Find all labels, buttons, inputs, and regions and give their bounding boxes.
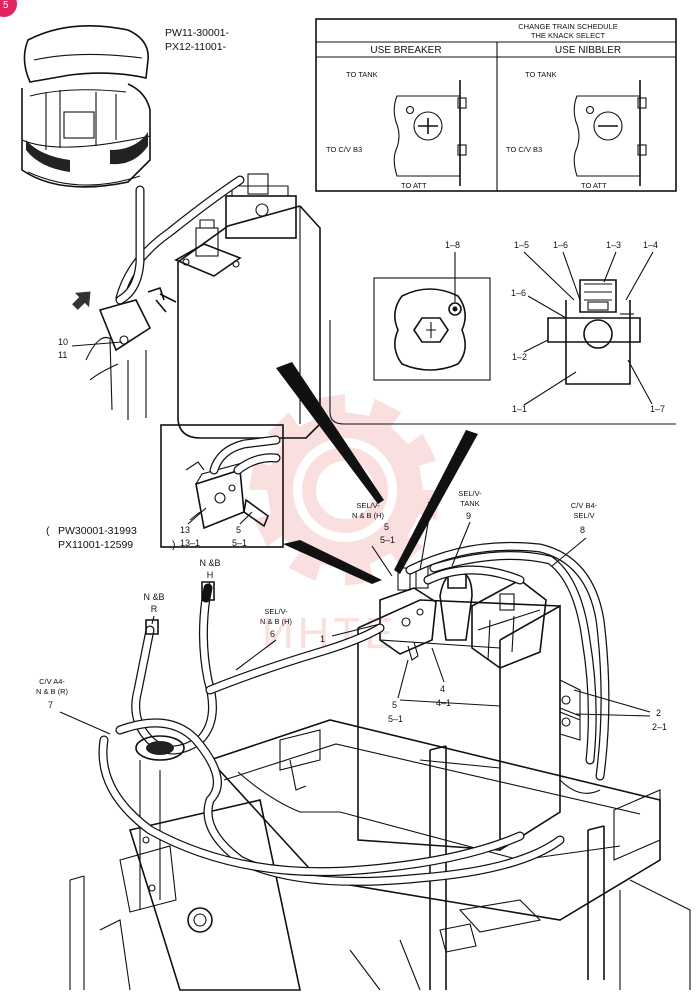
sel-nbh-label-2: N & B (H): [352, 511, 385, 520]
breaker-to-att: TO ATT: [401, 181, 427, 190]
part-11: 11: [58, 350, 67, 360]
cab-thumbnail: [21, 24, 151, 188]
sel-nbh6-label-1: SEL/V-: [264, 607, 288, 616]
part-2: 2: [656, 708, 661, 718]
part-2-1: 2–1: [652, 722, 667, 732]
pointer-wedge-inset: [283, 540, 382, 584]
col-use-nibbler: USE NIBBLER: [555, 45, 621, 56]
part-7: 7: [48, 700, 53, 710]
breaker-to-tank: TO TANK: [346, 70, 378, 79]
serial-range-2: PX12-11001-: [165, 41, 227, 53]
inset-part-13: 13: [180, 525, 190, 535]
part-1-main: 1: [320, 634, 325, 644]
part-5-1-top: 5–1: [380, 535, 395, 545]
inset-part-5: 5: [236, 525, 241, 535]
watermark-gear-shape: [249, 394, 441, 586]
part-1-top: 1: [427, 500, 432, 510]
leader-lines: [59, 511, 651, 735]
inset-range-close: ): [172, 539, 176, 551]
part-1-4: 1–4: [643, 240, 658, 250]
cv-b4-label-1: C/V B4-: [571, 501, 598, 510]
breaker-to-cv-b3: TO C/V B3: [326, 145, 362, 154]
sel-nbh-label-1: SEL/V-: [356, 501, 380, 510]
sel-tank-label-1: SEL/V-: [458, 489, 482, 498]
part-1-6-top: 1–6: [553, 240, 568, 250]
detail-view: 1–8 1–5 1–6 1–3 1–4 1–6 1–2 1–1 1–7: [329, 240, 676, 425]
part-1-6-side: 1–6: [511, 288, 526, 298]
part-4: 4: [440, 684, 445, 694]
inset-range-2: PX11001-12599: [58, 539, 133, 551]
nb-h-label-2: H: [207, 570, 214, 580]
pointer-wedge-right: [394, 430, 478, 574]
pointer-wedge-left: [276, 362, 384, 504]
main-assembly: [69, 541, 691, 991]
cv-b4-label-2: SEL/V: [573, 511, 594, 520]
inset-valve-view: 13 13–1 5 5–1: [160, 424, 284, 548]
schedule-table: CHANGE TRAIN SCHEDULE THE KNACK SELECT U…: [315, 18, 677, 192]
nb-h-label-1: N &B: [199, 558, 220, 568]
part-1-2: 1–2: [512, 352, 527, 362]
nb-r-label-1: N &B: [143, 592, 164, 602]
part-1-7: 1–7: [650, 404, 665, 414]
part-1-3: 1–3: [606, 240, 621, 250]
part-8: 8: [580, 525, 585, 535]
col-use-breaker: USE BREAKER: [370, 45, 441, 56]
serial-range-1: PW11-30001-: [165, 27, 230, 39]
sel-nbh6-label-2: N & B (H): [260, 617, 293, 626]
tank-assembly: 10 11: [58, 173, 321, 439]
sel-tank-label-2: TANK: [460, 499, 479, 508]
part-1-5: 1–5: [514, 240, 529, 250]
inset-part-13-1: 13–1: [180, 538, 200, 548]
nb-r-label-2: R: [151, 604, 158, 614]
part-5-bottom: 5: [392, 700, 397, 710]
watermark-logo: ИНТЕ: [249, 394, 441, 658]
schedule-title-2: THE KNACK SELECT: [531, 31, 606, 40]
page-badge-text: 5: [3, 0, 9, 11]
page-badge: 5: [0, 0, 17, 17]
inset-range-open: (: [46, 525, 50, 537]
part-1-1: 1–1: [512, 404, 527, 414]
part-5-top: 5: [384, 522, 389, 532]
inset-part-5-1: 5–1: [232, 538, 247, 548]
part-10: 10: [58, 337, 68, 347]
cv-a4-label-1: C/V A4-: [39, 677, 65, 686]
part-5-1-bottom: 5–1: [388, 714, 403, 724]
schedule-title-1: CHANGE TRAIN SCHEDULE: [518, 22, 617, 31]
inset-range-1: PW30001-31993: [58, 525, 137, 537]
nibbler-to-cv-b3: TO C/V B3: [506, 145, 542, 154]
nibbler-to-tank: TO TANK: [525, 70, 557, 79]
part-9: 9: [466, 511, 471, 521]
part-6: 6: [270, 629, 275, 639]
cv-a4-label-2: N & B (R): [36, 687, 69, 696]
nibbler-to-att: TO ATT: [581, 181, 607, 190]
part-4-1: 4–1: [436, 698, 451, 708]
part-1-8: 1–8: [445, 240, 460, 250]
watermark-gear-hole: [293, 438, 397, 542]
